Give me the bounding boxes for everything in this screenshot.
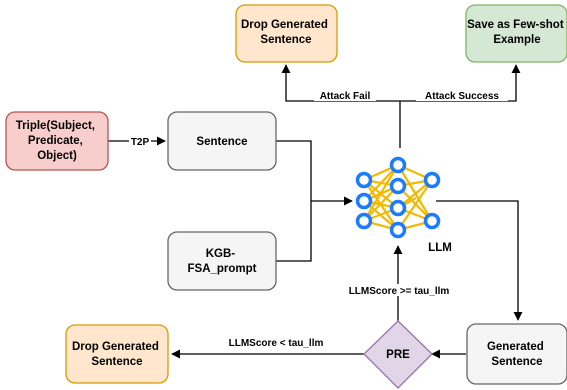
svg-text:PRE: PRE: [386, 349, 410, 361]
llm-neural-network-icon: [355, 156, 441, 239]
label-llmscore-lt: LLMScore < tau_llm: [229, 338, 324, 349]
node-sentence: Sentence: [167, 111, 277, 171]
drop-top-line-2: Sentence: [260, 34, 311, 46]
kgb-line-2: FSA_prompt: [188, 263, 257, 275]
node-drop-top: Drop Generated Sentence: [235, 4, 338, 63]
node-kgb-prompt: KGB- FSA_prompt: [167, 231, 277, 291]
llm-label: LLM: [428, 242, 452, 254]
label-attack-success: Attack Success: [425, 91, 499, 102]
svg-text:Triple(Subject, Predicat: Triple(Subject, Predicate, Object): [16, 120, 98, 162]
triple-line-3: Object): [37, 150, 77, 162]
edge-sentence-merge: [276, 140, 312, 201]
drop-top-line-1: Drop Generated: [241, 19, 328, 31]
label-attack-fail: Attack Fail: [320, 91, 371, 102]
edge-labels: T2P Attack Fail Attack Success LLMScore …: [129, 89, 508, 349]
save-line-1: Save as Few-shot: [467, 19, 564, 31]
edges: [108, 64, 523, 359]
label-t2p: T2P: [131, 137, 150, 148]
svg-text:Drop Generated Sentence: Drop Generated Sentence: [72, 341, 162, 368]
pre-label: PRE: [386, 349, 410, 361]
edge-prompt-merge: [276, 201, 312, 262]
label-llmscore-ge: LLMScore >= tau_llm: [349, 286, 450, 297]
svg-text:Save as Few-shot Example: Save as Few-shot Example: [467, 19, 567, 46]
triple-line-2: Predicate,: [28, 135, 83, 147]
node-save-fewshot: Save as Few-shot Example: [465, 4, 567, 63]
node-drop-bottom: Drop Generated Sentence: [65, 324, 169, 384]
save-line-2: Example: [493, 34, 540, 46]
sentence-line-1: Sentence: [196, 136, 247, 148]
kgb-line-1: KGB-: [206, 248, 236, 260]
svg-text:Generated Sentence: Generated Sentence: [487, 341, 547, 368]
node-generated: Generated Sentence: [466, 323, 567, 385]
node-triple: Triple(Subject, Predicate, Object): [5, 111, 109, 171]
svg-text:KGB- FSA_prompt: KGB- FSA_prompt: [188, 248, 257, 275]
edge-llm-generated: [436, 200, 523, 321]
triple-line-1: Triple(Subject,: [16, 120, 95, 132]
generated-line-1: Generated: [487, 341, 544, 353]
drop-bottom-line-1: Drop Generated: [72, 341, 159, 353]
node-pre: PRE: [363, 320, 433, 389]
svg-text:Sentence: Sentence: [196, 136, 247, 148]
svg-text:Drop Generated Sentence: Drop Generated Sentence: [241, 19, 331, 46]
drop-bottom-line-2: Sentence: [91, 356, 142, 368]
generated-line-2: Sentence: [491, 356, 542, 368]
